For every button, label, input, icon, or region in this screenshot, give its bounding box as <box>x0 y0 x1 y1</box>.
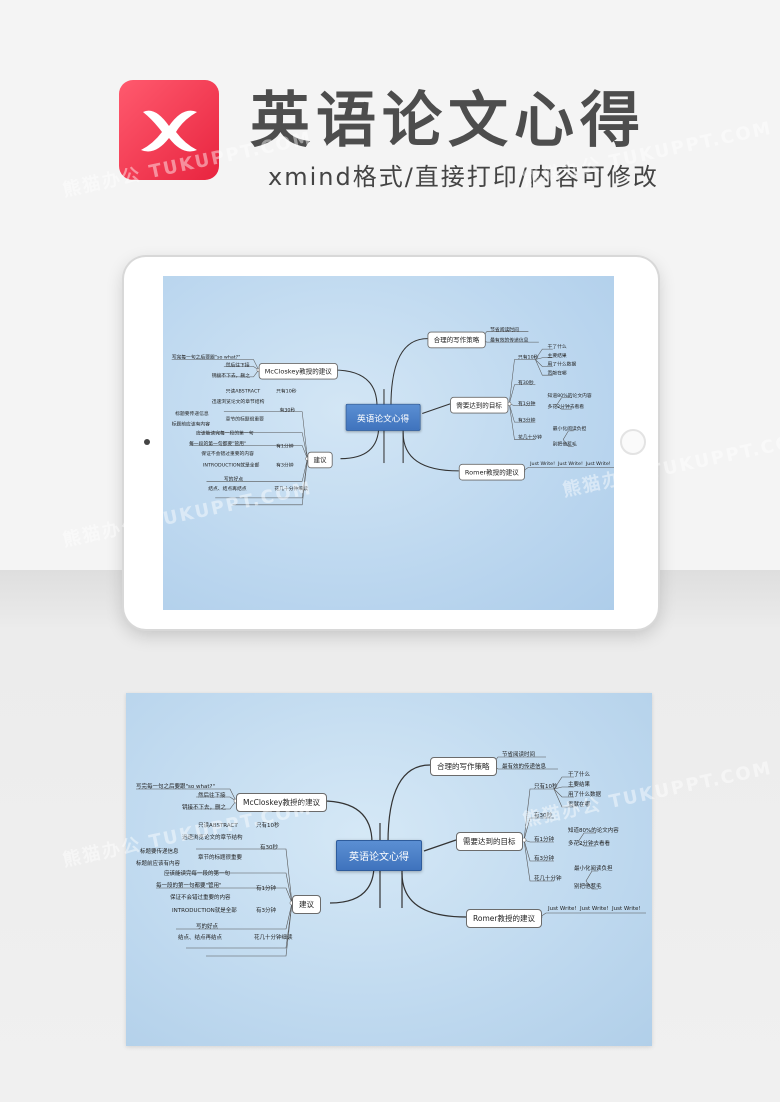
leaf-node[interactable]: 写的好点 <box>196 924 219 930</box>
tablet-home-button <box>620 429 646 455</box>
leaf-node[interactable]: 知道80%的论文内容 <box>547 393 592 399</box>
leaf-node[interactable]: 章节的标题很重要 <box>225 416 264 423</box>
leaf-node[interactable]: 花几十分钟细读 <box>274 486 308 492</box>
leaf-node[interactable]: 节省阅读时间 <box>502 752 536 758</box>
leaf-node[interactable]: 主要结果 <box>547 353 567 359</box>
leaf-node[interactable]: Just Write! <box>612 906 641 912</box>
leaf-node[interactable]: 标题前应该有内容 <box>171 422 210 428</box>
mindmap-connectors <box>171 331 614 506</box>
leaf-node[interactable]: Just Write! <box>580 906 609 912</box>
leaf-node[interactable]: 有3分钟 <box>276 463 294 469</box>
goal-group[interactable]: 有3分钟 <box>517 417 536 424</box>
leaf-node[interactable]: 只有10秒 <box>256 823 280 829</box>
branch-advice[interactable]: 建议 <box>292 895 321 914</box>
goal-group[interactable]: 有3分钟 <box>534 856 554 862</box>
leaf-node[interactable]: 节省阅读时间 <box>490 327 519 333</box>
leaf-node[interactable]: 花几十分钟细读 <box>254 935 293 941</box>
leaf-node[interactable]: 只有10秒 <box>276 389 297 395</box>
leaf-node[interactable]: 迅速浏览论文的章节结构 <box>211 399 265 405</box>
leaf-node[interactable]: 有3分钟 <box>256 908 276 914</box>
leaf-node[interactable]: 章节的标题很重要 <box>198 855 243 861</box>
leaf-node[interactable]: Just Write! <box>585 461 611 467</box>
leaf-node[interactable]: 写的好点 <box>223 476 244 483</box>
goal-group[interactable]: 花几十分钟 <box>534 876 562 882</box>
leaf-node[interactable]: 写完每一句之后要跟"so what?" <box>171 355 241 361</box>
leaf-node[interactable]: 然后往下接 <box>198 793 226 799</box>
leaf-node[interactable]: 标题要传递信息 <box>140 849 179 855</box>
goal-group[interactable]: 有30秒 <box>517 380 534 386</box>
branch-goals[interactable]: 需要达到的目标 <box>450 396 508 414</box>
leaf-node[interactable]: 应该能读完每一段的第一句 <box>164 871 231 877</box>
central-topic[interactable]: 英语论文心得 <box>345 403 421 431</box>
leaf-node[interactable]: INTRODUCTION就是全部 <box>203 463 260 469</box>
leaf-node[interactable]: 结点、结点再结点 <box>178 935 223 941</box>
page-title: 英语论文心得 <box>250 86 646 156</box>
leaf-node[interactable]: 最小化阅读负担 <box>574 866 613 872</box>
leaf-node[interactable]: 有1分钟 <box>276 443 294 450</box>
leaf-node[interactable]: 别把他惹毛 <box>552 442 577 448</box>
leaf-node[interactable]: INTRODUCTION就是全部 <box>172 908 237 914</box>
leaf-node[interactable]: Just Write! <box>548 906 577 912</box>
leaf-node[interactable]: 只读ABSTRACT <box>198 823 238 829</box>
tablet-screen: 英语论文心得 合理的写作策略 节省阅读时间 最有效的传递信息 需要达到的目标 只… <box>163 276 614 610</box>
leaf-node[interactable]: 然后往下接 <box>225 363 250 369</box>
branch-mccloskey[interactable]: McCloskey教授的建议 <box>236 793 328 812</box>
leaf-node[interactable]: 最有效的传递信息 <box>490 337 529 343</box>
leaf-node[interactable]: Just Write! <box>530 461 556 467</box>
leaf-node[interactable]: 贡献在哪 <box>568 802 591 808</box>
leaf-node[interactable]: 钥接不下去，删之 <box>211 373 251 379</box>
leaf-node[interactable]: 标题前应该有内容 <box>136 861 181 867</box>
branch-romer[interactable]: Romer教授的建议 <box>466 909 542 928</box>
goal-group[interactable]: 花几十分钟 <box>517 435 542 441</box>
goal-group[interactable]: 只有10秒 <box>534 784 558 790</box>
leaf-node[interactable]: 干了什么 <box>568 772 591 778</box>
leaf-node[interactable]: 钥接不下去，删之 <box>182 805 227 811</box>
leaf-node[interactable]: 有30秒 <box>260 845 278 851</box>
leaf-node[interactable]: 别把他惹毛 <box>574 884 602 890</box>
leaf-node[interactable]: 有1分钟 <box>256 886 276 892</box>
xmind-x-icon <box>141 110 197 152</box>
leaf-node[interactable]: 最小化阅读负担 <box>552 426 587 432</box>
tablet-camera <box>144 439 150 445</box>
branch-writing-strategy[interactable]: 合理的写作策略 <box>430 757 497 776</box>
leaf-node[interactable]: 知道80%的论文内容 <box>568 828 619 834</box>
leaf-node[interactable]: 应该能读完每一段的第一句 <box>196 430 254 437</box>
branch-goals[interactable]: 需要达到的目标 <box>456 832 523 851</box>
leaf-node[interactable]: 标题要传递信息 <box>175 411 209 417</box>
leaf-node[interactable]: 多花2分钟去看看 <box>547 404 585 410</box>
leaf-node[interactable]: 多花2分钟去看看 <box>568 841 610 847</box>
leaf-node[interactable]: 用了什么数据 <box>568 792 602 798</box>
leaf-node[interactable]: 迅速浏览论文的章节结构 <box>182 835 243 841</box>
leaf-node[interactable]: 保证不会错过重要的内容 <box>201 451 254 457</box>
central-topic[interactable]: 英语论文心得 <box>336 840 422 871</box>
leaf-node[interactable]: 最有效的传递信息 <box>502 764 547 770</box>
leaf-node[interactable]: Just Write! <box>557 461 583 467</box>
page-subtitle: xmind格式/直接打印/内容可修改 <box>268 163 659 191</box>
branch-advice[interactable]: 建议 <box>307 451 333 469</box>
goal-group[interactable]: 有30秒 <box>534 813 552 819</box>
goal-group[interactable]: 有1分钟 <box>517 401 536 407</box>
xmind-logo <box>119 80 219 180</box>
leaf-node[interactable]: 主要结果 <box>568 782 591 788</box>
branch-writing-strategy[interactable]: 合理的写作策略 <box>427 331 486 349</box>
leaf-node[interactable]: 干了什么 <box>547 344 567 350</box>
goal-group[interactable]: 有1分钟 <box>534 837 554 843</box>
branch-romer[interactable]: Romer教授的建议 <box>458 463 525 481</box>
leaf-node[interactable]: 用了什么数据 <box>547 362 577 368</box>
leaf-node[interactable]: 写完每一句之后要跟"so what?" <box>136 784 215 790</box>
leaf-node[interactable]: 保证不会错过重要的内容 <box>170 895 231 901</box>
leaf-node[interactable]: 只读ABSTRACT <box>225 389 261 395</box>
goal-group[interactable]: 只有10秒 <box>517 355 539 361</box>
branch-mccloskey[interactable]: McCloskey教授的建议 <box>258 363 338 380</box>
leaf-node[interactable]: 贡献在哪 <box>547 370 567 377</box>
leaf-node[interactable]: 每一段的第一句都要"管用" <box>189 441 247 447</box>
mindmap-sheet: 英语论文心得 合理的写作策略 节省阅读时间 最有效的传递信息 需要达到的目标 只… <box>126 693 652 1046</box>
leaf-node[interactable]: 每一段的第一句都要"管用" <box>156 883 222 889</box>
leaf-node[interactable]: 结点、结点再结点 <box>208 486 247 492</box>
leaf-node[interactable]: 有30秒 <box>279 408 296 414</box>
